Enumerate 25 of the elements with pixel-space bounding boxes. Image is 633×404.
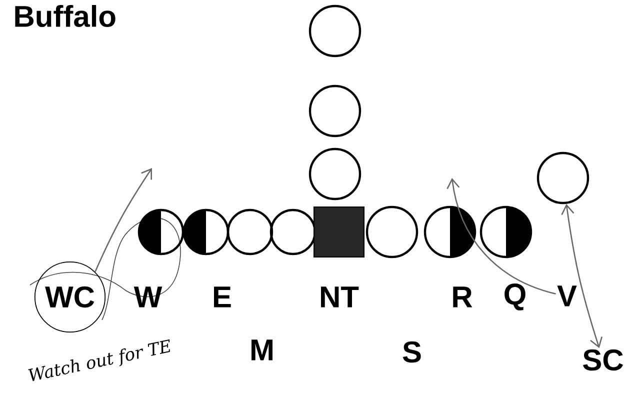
position-label: S (402, 341, 421, 363)
player-circle (308, 4, 362, 58)
player-label: V (557, 286, 577, 306)
player-circle (226, 208, 274, 256)
player-circle (366, 206, 418, 258)
arrow (446, 178, 556, 294)
player-circle (308, 84, 362, 138)
player-circle (536, 152, 590, 204)
arrow (561, 204, 603, 348)
player-square (314, 206, 364, 258)
arrow (94, 168, 152, 272)
player-circle (308, 148, 362, 200)
title: Buffalo (15, 4, 116, 28)
position-label: E (214, 286, 231, 308)
player-circle (182, 208, 230, 256)
player-label: SC (583, 349, 623, 371)
player-label: WC (34, 261, 106, 333)
player-circle (138, 208, 184, 256)
player-circle (270, 208, 316, 256)
position-label: R (453, 286, 472, 308)
player-circle (424, 206, 476, 258)
position-label: Q (504, 284, 526, 310)
position-label: NT (321, 286, 359, 308)
position-label: M (252, 340, 272, 360)
player-circle (480, 206, 532, 258)
